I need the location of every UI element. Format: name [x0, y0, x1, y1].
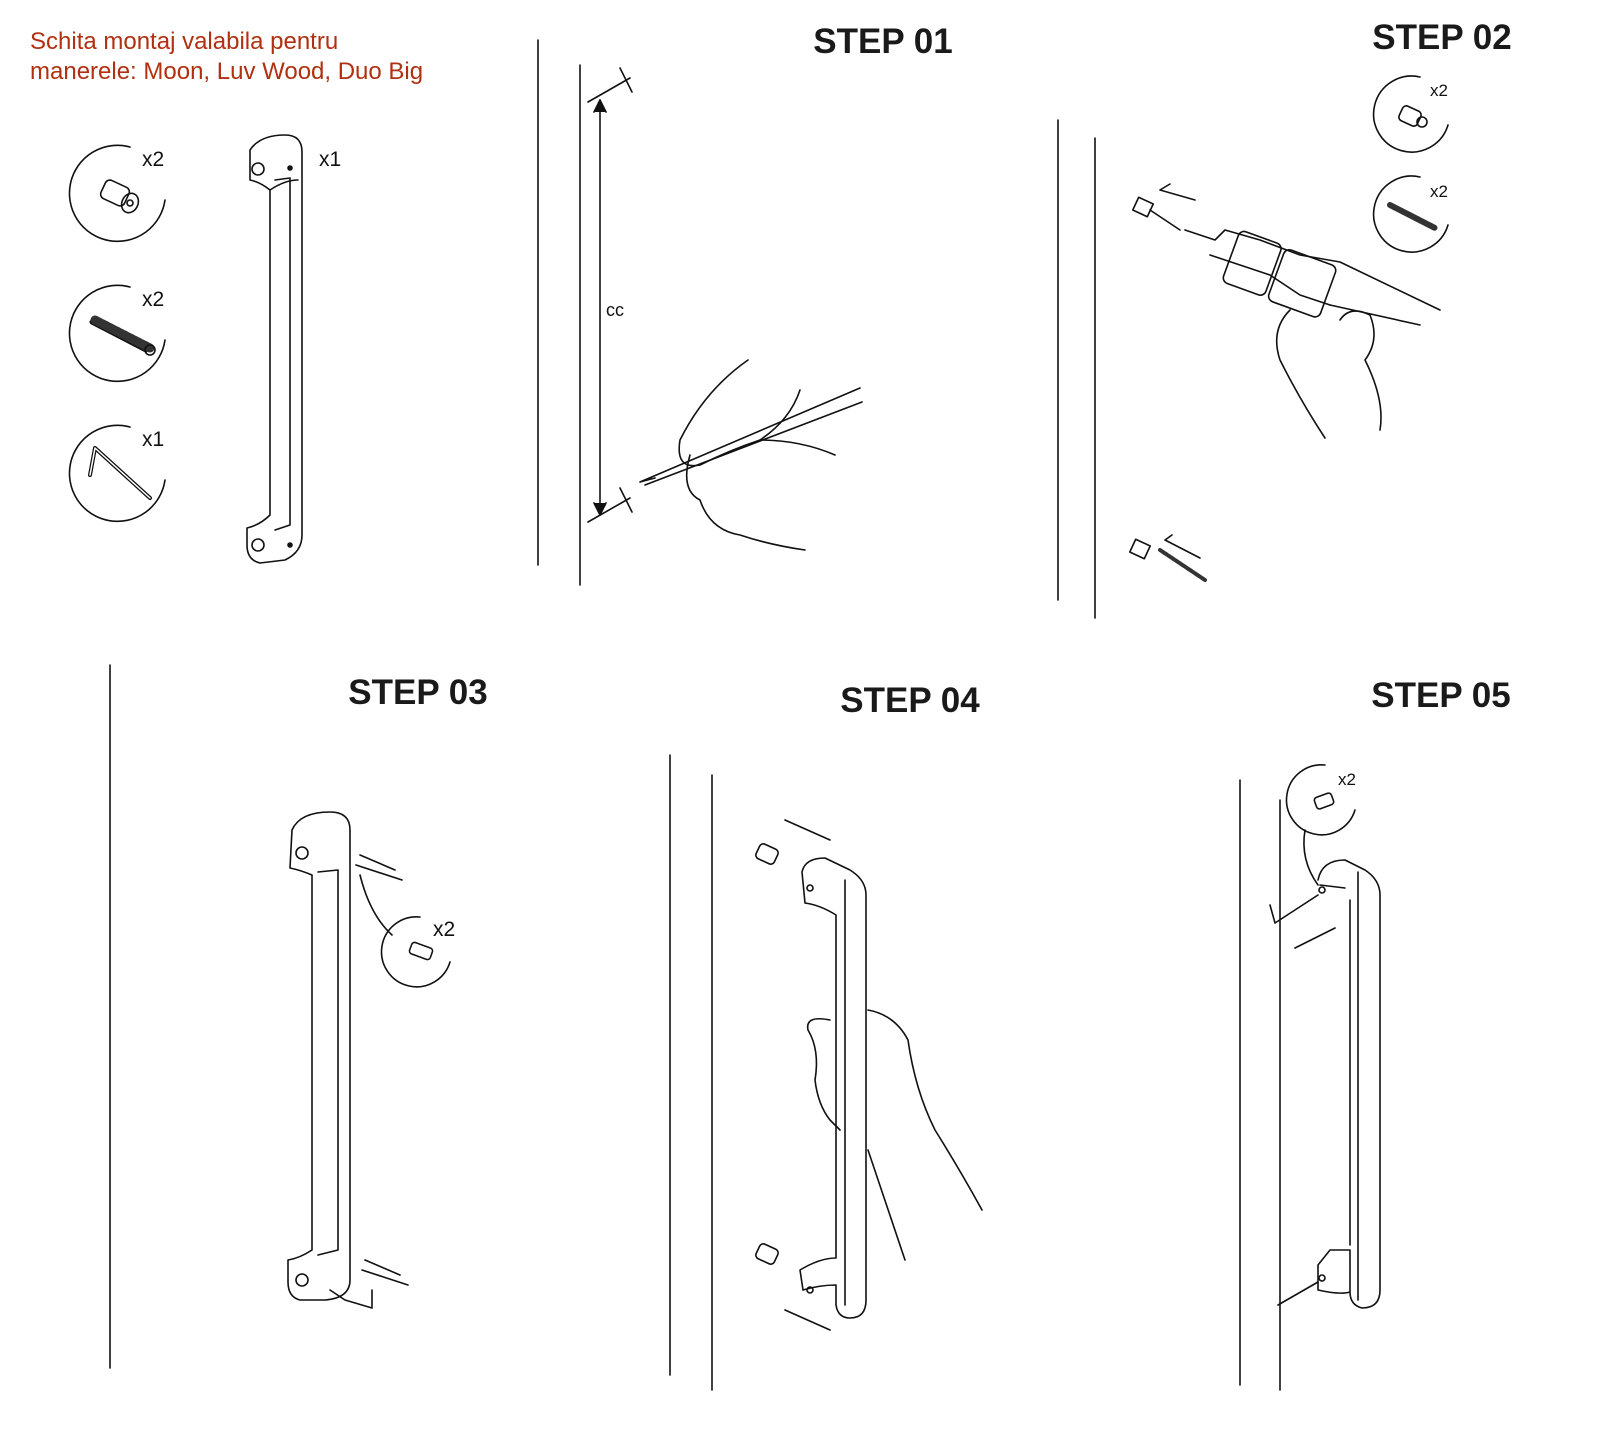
screw-circle-icon	[1372, 175, 1449, 253]
center-distance-label: cc	[606, 300, 624, 320]
handle-quantity: x1	[319, 148, 342, 171]
grub-screw-circle-icon	[380, 916, 451, 988]
step5-handle-icon	[1269, 859, 1381, 1309]
step4-handle-icon	[755, 819, 867, 1331]
assembly-title: Schita montaj valabila pentru manerele: …	[30, 27, 423, 87]
step2-spacer-quantity: x2	[1430, 81, 1448, 100]
screw-part-icon	[68, 284, 166, 383]
step2-title: STEP 02	[1372, 18, 1512, 57]
screw-quantity: x2	[142, 288, 165, 311]
step3-handle-icon	[287, 811, 409, 1309]
grub-screw-circle-icon	[1285, 764, 1356, 886]
step5-grub-screw-quantity: x2	[1338, 770, 1356, 789]
step4-title: STEP 04	[840, 681, 980, 720]
hand-with-pencil-icon	[639, 359, 863, 551]
wall-plug-and-screw-icon	[1128, 534, 1207, 582]
handle-part-icon	[246, 134, 303, 564]
drill-icon	[1131, 183, 1441, 439]
title-line-2: manerele: Moon, Luv Wood, Duo Big	[30, 58, 424, 85]
step5-title: STEP 05	[1371, 676, 1511, 715]
spacer-circle-icon	[1372, 75, 1449, 153]
title-line-1: Schita montaj valabila pentru	[30, 28, 339, 55]
spacer-quantity: x2	[142, 148, 165, 171]
step3-grub-screw-quantity: x2	[433, 918, 456, 941]
hand-gripping-handle-icon	[806, 1009, 983, 1261]
step2-screw-quantity: x2	[1430, 182, 1448, 201]
allen-key-part-icon	[68, 424, 166, 523]
step1-title: STEP 01	[813, 22, 953, 61]
step3-title: STEP 03	[348, 673, 488, 712]
step1-dimension-line	[587, 67, 633, 523]
allen-key-quantity: x1	[142, 428, 165, 451]
spacer-part-icon	[68, 144, 166, 243]
